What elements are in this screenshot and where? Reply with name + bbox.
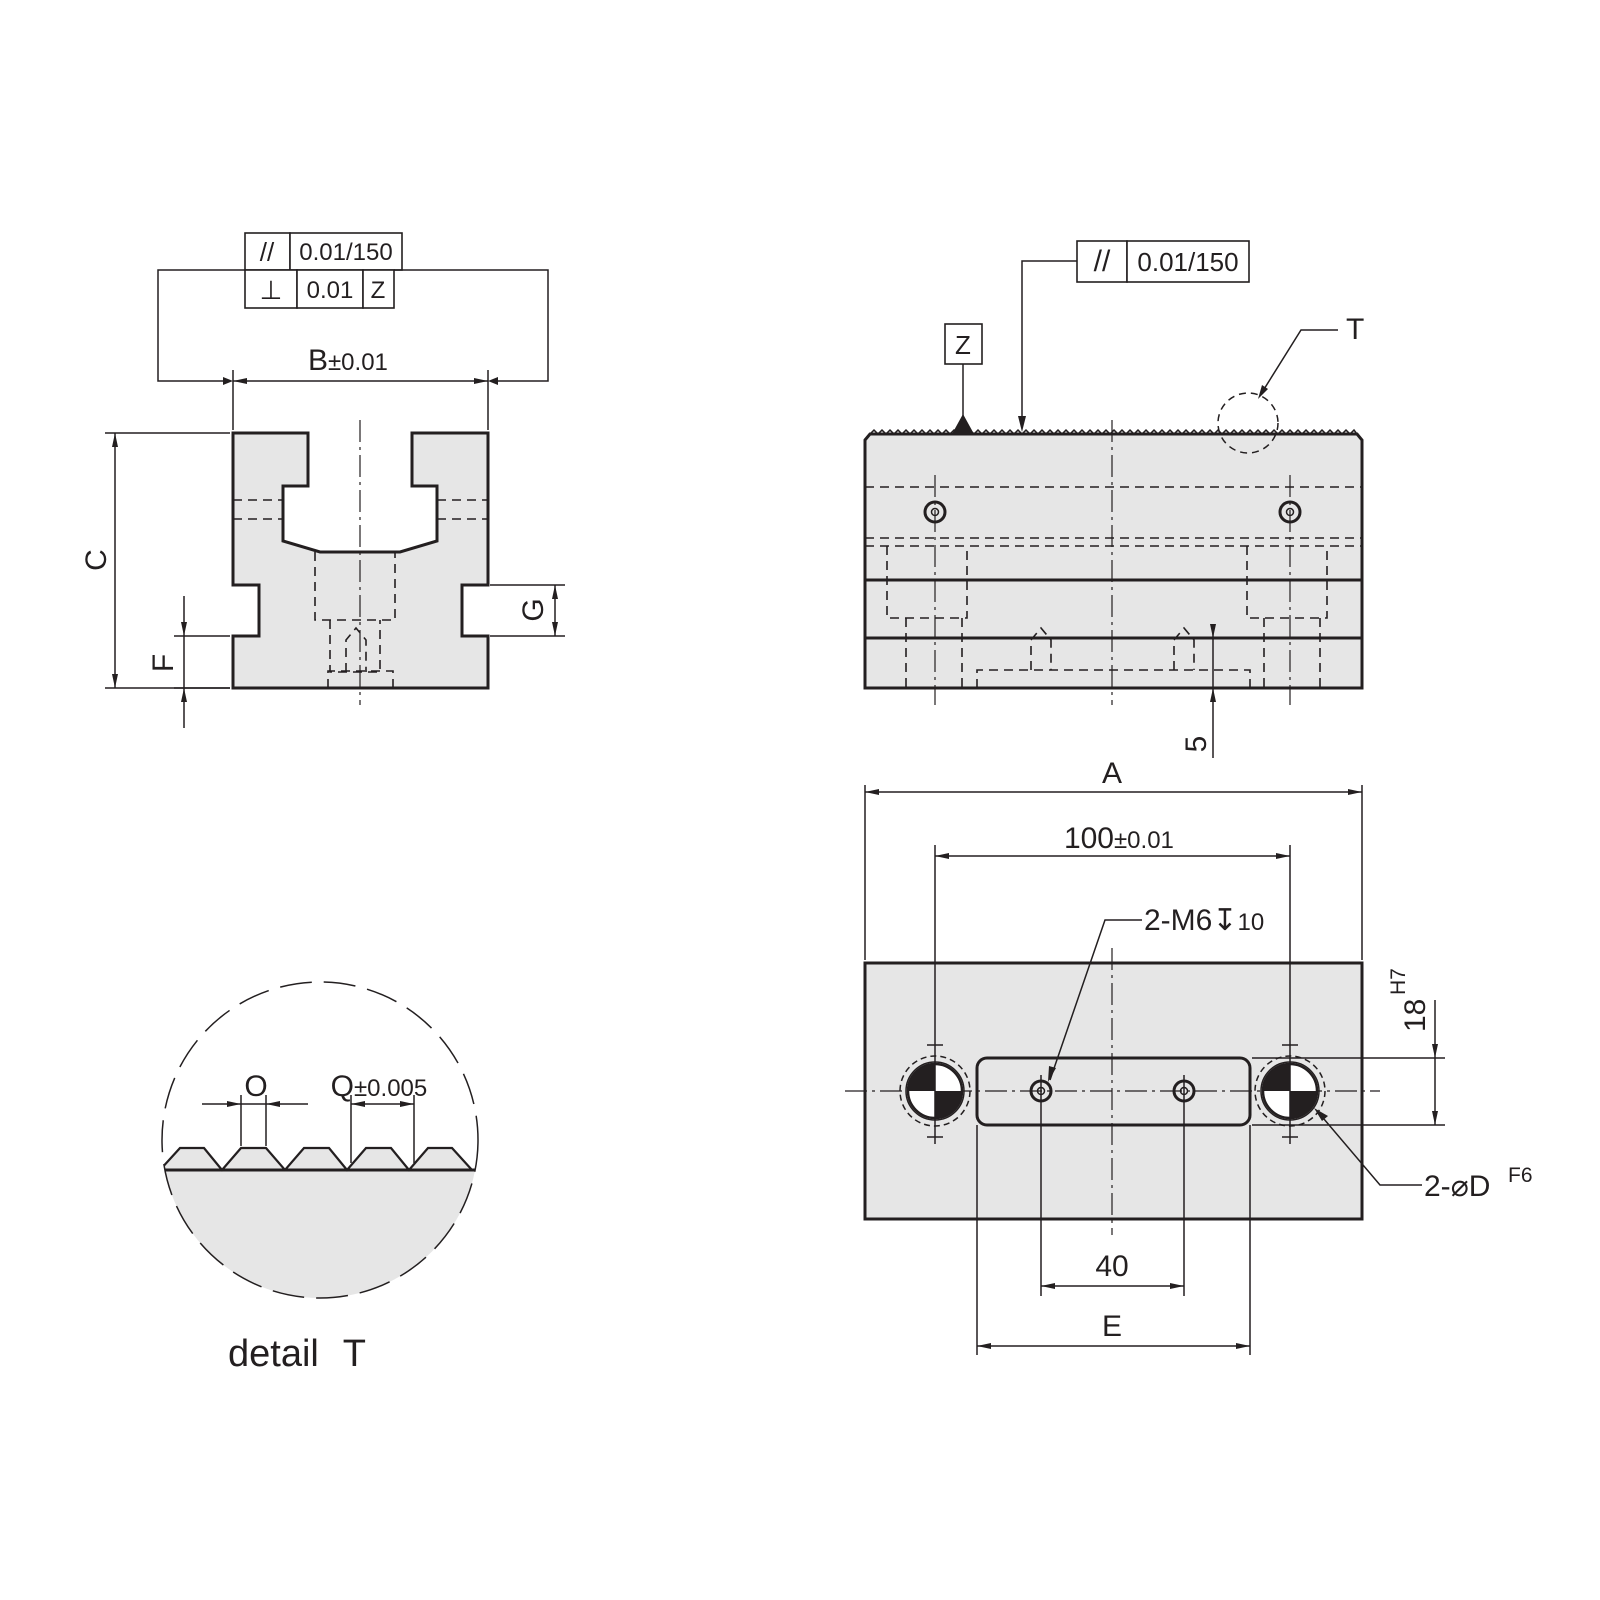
side-view-centerlines — [934, 420, 1291, 705]
svg-text:detail T: detail T — [228, 1333, 366, 1375]
pin-note-fit: F6 — [1508, 1164, 1533, 1187]
dim-40: 40 — [1041, 1250, 1184, 1289]
dim-18: 18 H7 — [1252, 968, 1445, 1126]
front-tolerance-leader-right — [394, 269, 549, 382]
dim-18-fit: H7 — [1387, 968, 1410, 995]
detail-boundary — [161, 981, 479, 1299]
pin-note-prefix: 2- — [1424, 1170, 1451, 1203]
dim-c-label: C — [80, 549, 113, 571]
side-view: // 0.01/150 Z T 5 — [863, 240, 1364, 758]
pin-note-letter: D — [1469, 1170, 1491, 1203]
detail-view: O Q ±0.005 detail T — [161, 981, 479, 1375]
thread-note: 2-M6↧10 — [1048, 904, 1264, 1082]
dim-f-label: F — [147, 654, 180, 672]
thread-depth-symbol: ↧ — [1212, 904, 1237, 937]
side-view-hidden-lines — [865, 486, 1362, 688]
front-perpendicular-symbol: ⊥ — [260, 275, 283, 305]
svg-text:2-⌀D: 2-⌀D — [1424, 1170, 1490, 1203]
front-perpendicular-value: 0.01 — [307, 277, 354, 304]
dim-5-label: 5 — [1180, 736, 1213, 753]
dim-o-label: O — [244, 1070, 267, 1103]
diameter-symbol: ⌀ — [1451, 1170, 1469, 1203]
detail-profile — [162, 1146, 478, 1298]
side-view-body — [863, 432, 1364, 690]
pin-hole-right — [1254, 1038, 1326, 1144]
dim-e-label: E — [1102, 1310, 1122, 1343]
detail-caption-word: detail — [228, 1333, 319, 1375]
dim-q: Q ±0.005 — [331, 1070, 427, 1163]
front-view: // 0.01/150 ⊥ 0.01 Z B ±0.01 C — [80, 232, 565, 728]
datum-z-label: Z — [955, 330, 971, 360]
front-parallel-value: 0.01/150 — [299, 239, 392, 266]
pin-hole-left — [899, 1038, 971, 1144]
detail-t-label: T — [1346, 313, 1364, 346]
thread-holes — [1029, 1075, 1196, 1296]
dim-a-label: A — [1102, 757, 1122, 790]
dim-q-letter: Q — [331, 1070, 354, 1103]
front-tolerance-leader — [157, 269, 245, 382]
serrated-top-edge — [869, 428, 1358, 436]
dim-100-value: 100 — [1064, 822, 1114, 855]
front-parallel-symbol: // — [260, 237, 275, 267]
dim-b-letter: B — [308, 344, 328, 377]
dim-18-value: 18 — [1399, 999, 1432, 1032]
dim-40-label: 40 — [1095, 1250, 1128, 1283]
dim-100-tolerance: ±0.01 — [1114, 827, 1174, 854]
dim-5: 5 — [1180, 624, 1216, 758]
dim-f: F — [147, 596, 230, 728]
dim-g-label: G — [517, 598, 550, 621]
svg-text:2-M6↧10: 2-M6↧10 — [1144, 904, 1264, 937]
dim-a: A — [864, 757, 1363, 960]
dim-b-tolerance: ±0.01 — [328, 349, 388, 376]
thread-note-prefix: 2-M6 — [1144, 904, 1212, 937]
datum-z: Z — [944, 323, 983, 434]
dim-g: G — [490, 584, 565, 637]
side-tolerance-frame: // 0.01/150 — [1018, 240, 1250, 432]
dim-c: C — [80, 432, 230, 689]
detail-t-callout: T — [1217, 313, 1364, 454]
dim-e: E — [976, 1125, 1251, 1355]
side-view-holes — [923, 500, 1302, 524]
dim-o: O — [202, 1070, 308, 1146]
dim-b: B ±0.01 — [223, 344, 498, 430]
side-parallel-symbol: // — [1094, 245, 1111, 278]
side-parallel-value: 0.01/150 — [1137, 247, 1238, 277]
pin-note: 2-⌀D F6 — [1314, 1108, 1533, 1203]
dim-q-tolerance: ±0.005 — [354, 1075, 427, 1102]
thread-depth-value: 10 — [1238, 909, 1265, 936]
dim-100: 100 ±0.01 — [934, 822, 1291, 1038]
front-tolerance-frame: // 0.01/150 ⊥ 0.01 Z — [244, 232, 403, 309]
top-view: A 100 ±0.01 2-M6↧10 18 — [845, 757, 1533, 1355]
front-perpendicular-datum: Z — [371, 277, 386, 304]
detail-caption-letter: T — [343, 1333, 366, 1375]
